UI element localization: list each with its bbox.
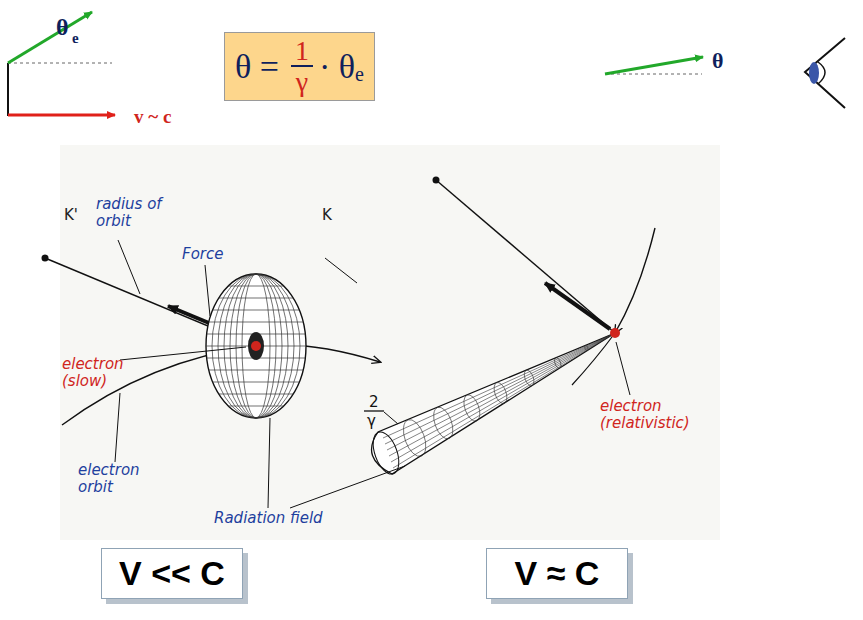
formula-box: θ =1γ· θe [224, 32, 375, 101]
velocity-vector [8, 114, 115, 117]
formula-text: · θ [319, 48, 355, 86]
frame-label: K [322, 206, 332, 224]
eye-icon [805, 38, 845, 108]
condition-text: V ≈ C [503, 555, 611, 592]
angle-subscript: e [72, 30, 79, 47]
sketch-background [60, 145, 720, 540]
formula-text: θ = [235, 48, 279, 86]
axis-line [7, 63, 9, 116]
condition-box: V << C [101, 548, 243, 599]
frame-label: K' [64, 206, 78, 224]
condition-text: V << C [118, 555, 226, 592]
emission-vector [8, 12, 92, 63]
orbit-radius-label: radius of orbit [96, 196, 166, 229]
formula-subscript: e [355, 63, 364, 86]
force-label: Force [182, 246, 223, 263]
fraction: 1γ [291, 37, 313, 96]
orbit-label: electron orbit [78, 462, 148, 495]
electron-label: electron (relativistic) [600, 398, 700, 431]
leader-lines [115, 240, 630, 508]
condition-box: V ≈ C [486, 548, 628, 599]
reference-line [8, 63, 112, 64]
angle-symbol: θ [56, 14, 69, 41]
radiation-field-label: Radiation field [214, 510, 323, 527]
electron-label: electron (slow) [62, 356, 132, 389]
fraction-denominator: γ [296, 67, 308, 96]
relativistic-electron-sketch [368, 177, 655, 478]
emission-vector [605, 57, 703, 74]
fraction-denominator: γ [367, 412, 376, 430]
velocity-label: v ~ c [134, 106, 171, 128]
reference-line [605, 74, 702, 75]
fraction-numerator: 2 [369, 393, 379, 411]
leader-line [384, 412, 398, 424]
angle-symbol: θ [712, 48, 723, 74]
fraction-numerator: 1 [291, 37, 313, 67]
slow-electron-sketch [42, 255, 381, 426]
